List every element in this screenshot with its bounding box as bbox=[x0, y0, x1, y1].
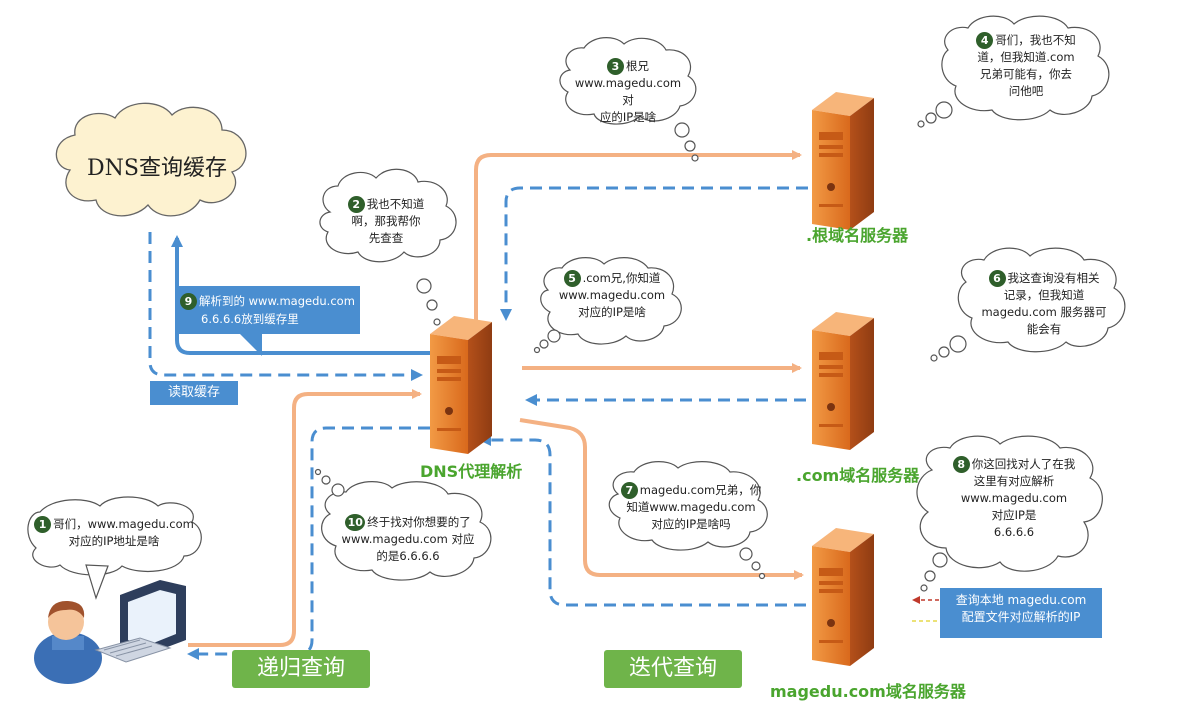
cache-label: DNS查询缓存 bbox=[87, 156, 227, 181]
bubble-line: 你这回找对人了在我 bbox=[971, 457, 1076, 471]
bubble-line: 终于找对你想要的了 bbox=[367, 515, 471, 529]
bubble-5-text: 5.com兄,你知道 www.magedu.com 对应的IP是啥 bbox=[554, 270, 670, 321]
bubble-line: 道，但我知道.com bbox=[977, 50, 1075, 64]
local-query-label: 查询本地 magedu.com 配置文件对应解析的IP bbox=[940, 588, 1102, 638]
bubble-line: magedu.com兄弟，你 bbox=[639, 483, 762, 497]
step-7-badge: 7 bbox=[620, 482, 638, 499]
local-query-line: 配置文件对应解析的IP bbox=[961, 610, 1081, 624]
bubble-line: 对应的IP是啥吗 bbox=[651, 517, 731, 531]
computer-icon bbox=[94, 580, 186, 663]
root-server-icon bbox=[812, 92, 874, 230]
callout-line: 6.6.6.6放到缓存里 bbox=[201, 312, 299, 326]
bubble-line: 根兄 bbox=[626, 59, 649, 73]
magedu-server-label: magedu.com域名服务器 bbox=[770, 682, 966, 701]
proxy-server-icon bbox=[430, 316, 492, 454]
bubble-line: www.magedu.com 对应 bbox=[341, 532, 475, 546]
com-server-label: .com域名服务器 bbox=[796, 466, 920, 485]
bubble-line: 能会有 bbox=[1026, 322, 1062, 336]
step-9-badge: 9 bbox=[180, 293, 197, 310]
store-cache-arrow bbox=[171, 235, 430, 355]
bubble-line: www.magedu.com bbox=[960, 491, 1068, 505]
step-4-badge: 4 bbox=[976, 32, 994, 49]
bubble-line: 记录，但我知道 bbox=[1003, 288, 1085, 302]
bubble-line: 问他吧 bbox=[1008, 84, 1044, 98]
bubble-line: 的是6.6.6.6 bbox=[376, 549, 440, 563]
bubble-line: .com兄,你知道 bbox=[582, 271, 661, 285]
bubble-line: 6.6.6.6 bbox=[993, 525, 1035, 539]
bubble-line: 这里有对应解析 bbox=[973, 474, 1055, 488]
user-icon bbox=[34, 600, 102, 684]
callout-line: 解析到的 www.magedu.com bbox=[199, 294, 355, 308]
local-query-line: 查询本地 magedu.com bbox=[955, 593, 1087, 607]
step-1-badge: 1 bbox=[34, 516, 52, 533]
bubble-line: 对应的IP是啥 bbox=[578, 305, 646, 319]
step-6-badge: 6 bbox=[988, 270, 1006, 287]
iterative-query-label: 迭代查询 bbox=[604, 650, 742, 688]
solid-arrows bbox=[188, 150, 804, 647]
recursive-query-label: 递归查询 bbox=[232, 650, 370, 688]
proxy-server-label: DNS代理解析 bbox=[420, 462, 523, 481]
bubble-line: 对应的IP地址是啥 bbox=[68, 534, 160, 548]
callout-9-shape bbox=[176, 286, 360, 356]
bubble-line: 兄弟可能有，你去 bbox=[980, 67, 1072, 81]
dashed-arrows bbox=[148, 186, 808, 660]
step-10-badge: 10 bbox=[345, 514, 366, 531]
bubble-line: 对应IP是 bbox=[991, 508, 1037, 522]
step-3-badge: 3 bbox=[607, 58, 624, 75]
root-server-label: .根域名服务器 bbox=[806, 226, 909, 245]
com-server-icon bbox=[812, 312, 874, 450]
bubble-line: 我也不知道 bbox=[366, 197, 425, 211]
bubble-line: 啊，那我帮你 bbox=[351, 214, 421, 228]
bubble-line: www.magedu.com对 bbox=[574, 76, 682, 107]
bubble-line: 哥们，www.magedu.com bbox=[53, 517, 194, 531]
step-2-badge: 2 bbox=[347, 196, 365, 213]
bubble-line: www.magedu.com bbox=[558, 288, 666, 302]
read-cache-label: 读取缓存 bbox=[150, 381, 238, 405]
bubble-line: 我这查询没有相关 bbox=[1007, 271, 1100, 285]
bubble-line: 知道www.magedu.com bbox=[626, 500, 756, 514]
bubble-line: magedu.com 服务器可 bbox=[981, 305, 1107, 319]
cache-cloud bbox=[55, 102, 247, 217]
step-5-badge: 5 bbox=[563, 270, 581, 287]
bubble-line: 哥们，我也不知 bbox=[995, 33, 1076, 47]
bubble-line: 先查查 bbox=[368, 231, 404, 245]
step-8-badge: 8 bbox=[952, 456, 970, 473]
magedu-server-icon bbox=[812, 528, 874, 666]
bubble-line: 应的IP是啥 bbox=[599, 110, 657, 124]
